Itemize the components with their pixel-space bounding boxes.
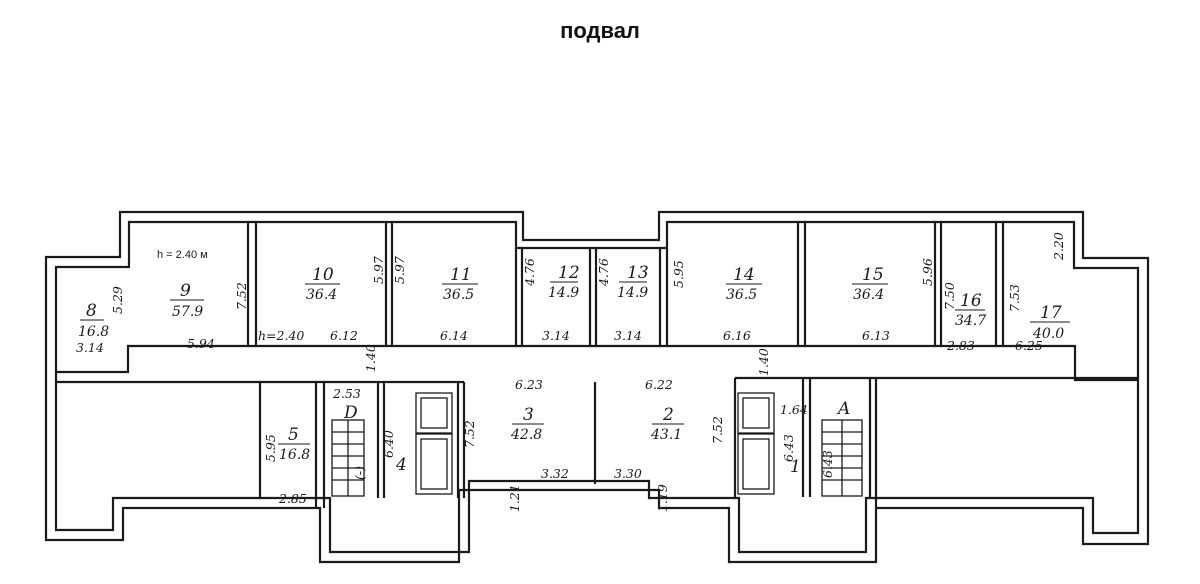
room-label-15: 15 36.4 [852,265,888,303]
svg-text:1.40: 1.40 [756,348,771,376]
svg-text:14.9: 14.9 [548,285,579,301]
svg-text:16.8: 16.8 [279,447,310,463]
svg-text:3.30: 3.30 [614,466,642,481]
svg-text:5.96: 5.96 [920,258,935,286]
room-label-8: 8 16.8 [78,301,109,340]
svg-text:5.97: 5.97 [392,256,407,284]
svg-text:16: 16 [960,291,982,311]
inner-wall-contour [54,220,1140,554]
svg-text:36.5: 36.5 [443,287,474,303]
svg-text:5.95: 5.95 [671,260,686,288]
svg-text:13: 13 [627,263,649,283]
marker-d: D [343,403,358,423]
room-label-14: 14 36.5 [726,265,762,303]
svg-text:3.32: 3.32 [541,466,569,481]
svg-text:7.53: 7.53 [1007,284,1022,312]
svg-text:43.1: 43.1 [650,427,682,443]
svg-text:42.8: 42.8 [510,427,542,443]
svg-text:15: 15 [862,265,884,285]
svg-text:5.94: 5.94 [187,336,215,351]
svg-text:6.12: 6.12 [330,328,358,343]
marker-bracket: (-) [352,466,367,480]
marker-a: A [836,399,850,419]
svg-text:14: 14 [733,265,755,285]
svg-text:16.8: 16.8 [78,324,109,340]
svg-text:6.43: 6.43 [820,450,835,478]
room-label-16: 16 34.7 [955,291,986,329]
svg-text:5.95: 5.95 [263,434,278,462]
lower-partitions [258,378,878,508]
svg-text:6.13: 6.13 [862,328,890,343]
svg-text:7.50: 7.50 [942,282,957,310]
svg-text:1.21: 1.21 [507,484,522,512]
svg-text:7.52: 7.52 [234,282,249,310]
svg-text:36.4: 36.4 [306,287,337,303]
svg-text:7.52: 7.52 [462,420,477,448]
svg-text:10: 10 [312,265,334,285]
svg-text:6.14: 6.14 [440,328,468,343]
svg-text:7.52: 7.52 [710,416,725,444]
stair-left [331,392,453,497]
svg-text:9: 9 [180,281,191,301]
room-label-12: 12 14.9 [548,263,580,301]
svg-text:5.97: 5.97 [371,256,386,284]
svg-text:2.85: 2.85 [278,491,307,506]
svg-text:1.64: 1.64 [780,402,808,417]
svg-text:4.76: 4.76 [522,258,537,287]
svg-text:17: 17 [1040,303,1062,323]
svg-text:6.22: 6.22 [645,377,673,392]
svg-text:36.4: 36.4 [853,287,884,303]
svg-text:14.9: 14.9 [617,285,648,301]
svg-text:11: 11 [450,265,472,285]
room-label-9: 9 57.9 [170,281,204,320]
svg-text:6.25: 6.25 [1015,338,1043,353]
page-title: подвал [560,18,640,43]
svg-text:3.14: 3.14 [542,328,570,343]
svg-text:2.83: 2.83 [946,338,975,353]
svg-text:40.0: 40.0 [1032,326,1064,342]
svg-text:3.14: 3.14 [76,340,104,355]
svg-text:4.76: 4.76 [596,258,611,287]
room-label-3: 3 42.8 [510,405,544,443]
svg-text:12: 12 [558,263,580,283]
svg-text:36.5: 36.5 [726,287,757,303]
room-partitions [246,222,1005,346]
dimension-labels: 3.14 5.94 6.12 6.14 3.14 3.14 6.16 6.13 … [76,328,1043,506]
room-label-17: 17 40.0 [1030,303,1070,342]
svg-text:1.40: 1.40 [363,344,378,372]
svg-text:6.40: 6.40 [381,430,396,458]
svg-text:2.20: 2.20 [1051,232,1066,261]
svg-text:2.53: 2.53 [332,386,361,401]
corridor-top-wall [56,344,1138,382]
svg-text:2: 2 [662,405,674,425]
svg-text:5: 5 [288,425,299,445]
outer-wall [44,210,1150,564]
svg-text:6.16: 6.16 [723,328,751,343]
svg-text:3.14: 3.14 [614,328,642,343]
room-label-10: 10 36.4 [305,265,340,303]
svg-text:8: 8 [86,301,97,321]
svg-text:3: 3 [523,405,534,425]
marker-4: 4 [395,455,407,475]
room-label-13: 13 14.9 [617,263,649,301]
ceiling-height-note-2: h=2.40 [258,328,304,343]
svg-text:5.29: 5.29 [110,286,125,314]
room-label-2: 2 43.1 [650,405,684,443]
room-label-11: 11 36.5 [442,265,478,303]
ceiling-height-note: h = 2.40 м [157,249,208,261]
marker-1: 1 [790,457,801,477]
corridor-bottom-wall [56,376,1138,497]
room-label-5: 5 16.8 [278,425,310,463]
svg-text:34.7: 34.7 [955,313,986,329]
svg-text:1.19: 1.19 [655,484,670,512]
stair-right [737,392,863,497]
svg-text:57.9: 57.9 [172,304,203,320]
svg-text:6.23: 6.23 [515,377,543,392]
svg-text:6.43: 6.43 [781,434,796,462]
dimension-labels-vertical: 5.29 7.52 5.97 5.97 4.76 4.76 5.95 5.96 … [110,232,1066,512]
